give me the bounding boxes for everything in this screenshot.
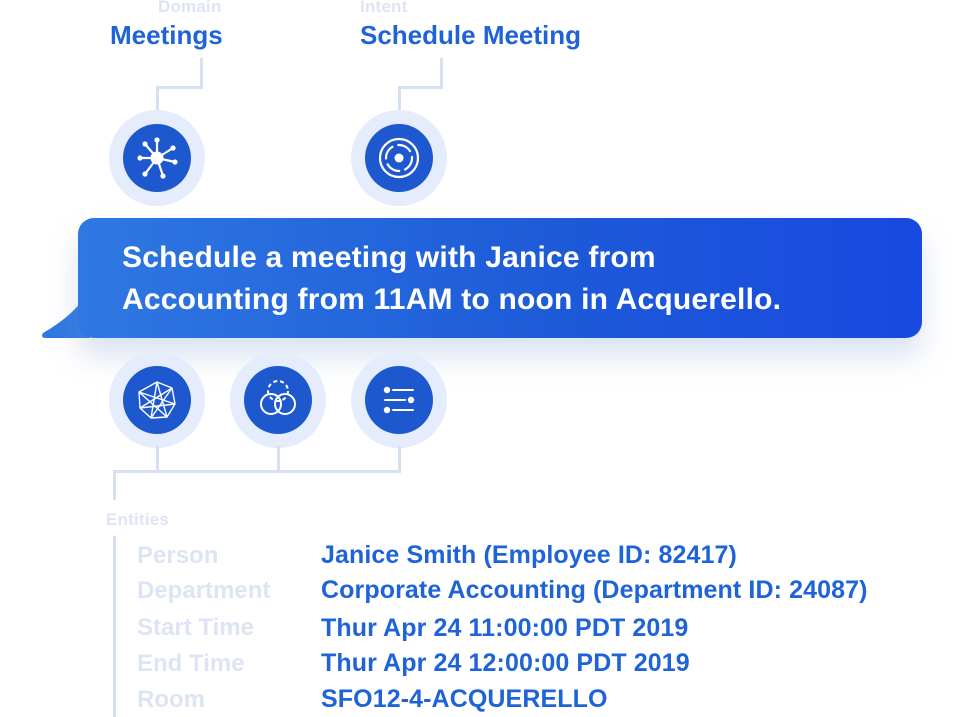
entity-key-person: Person: [137, 542, 219, 569]
bubble-body: [78, 218, 922, 338]
target-icon: [378, 137, 420, 179]
entity-connector-2: [277, 446, 280, 472]
intent-caption: Intent: [360, 0, 408, 16]
domain-caption: Domain: [158, 0, 222, 16]
intent-value: Schedule Meeting: [360, 20, 582, 50]
venn-circles-icon: [260, 380, 296, 415]
entity-connector-horizontal: [113, 470, 401, 473]
utterance-line-1: Schedule a meeting with Janice from: [122, 241, 656, 274]
entity-key-department: Department: [137, 577, 271, 604]
domain-connector-vertical: [200, 58, 203, 88]
entity-key-start-time: Start Time: [137, 614, 254, 641]
intent-connector-drop: [398, 86, 401, 114]
entity-key-end-time: End Time: [137, 650, 245, 677]
entities-caption: Entities: [106, 510, 170, 529]
utterance-line-2: Accounting from 11AM to noon in Acquerel…: [122, 283, 782, 316]
domain-icon-badge: [109, 110, 205, 206]
network-hub-icon: [137, 137, 178, 179]
entity-value-room: SFO12-4-ACQUERELLO: [321, 685, 608, 713]
domain-value: Meetings: [110, 20, 223, 50]
entity-icon-badge-1: [109, 352, 205, 448]
intent-icon-badge: [351, 110, 447, 206]
entity-key-room: Room: [137, 686, 205, 713]
utterance-text: Schedule a meeting with Janice from Acco…: [122, 237, 922, 321]
entity-value-person: Janice Smith (Employee ID: 82417): [321, 541, 737, 569]
sliders-icon: [383, 386, 415, 414]
entity-value-end-time: Thur Apr 24 12:00:00 PDT 2019: [321, 649, 690, 677]
entities-bracket: [113, 536, 116, 717]
entity-connector-1: [156, 446, 159, 472]
entity-icon-badge-3: [351, 352, 447, 448]
entity-value-department: Corporate Accounting (Department ID: 240…: [321, 576, 868, 604]
domain-connector-horizontal: [156, 86, 203, 89]
entity-connector-drop: [113, 470, 116, 500]
entity-icon-badge-2: [230, 352, 326, 448]
domain-connector-drop: [156, 86, 159, 114]
intent-connector-vertical: [440, 58, 443, 88]
intent-connector-horizontal: [398, 86, 443, 89]
entity-connector-3: [398, 446, 401, 472]
mesh-polygon-icon: [138, 381, 176, 419]
entity-value-start-time: Thur Apr 24 11:00:00 PDT 2019: [321, 614, 689, 642]
utterance-bubble: Schedule a meeting with Janice from Acco…: [40, 218, 922, 340]
